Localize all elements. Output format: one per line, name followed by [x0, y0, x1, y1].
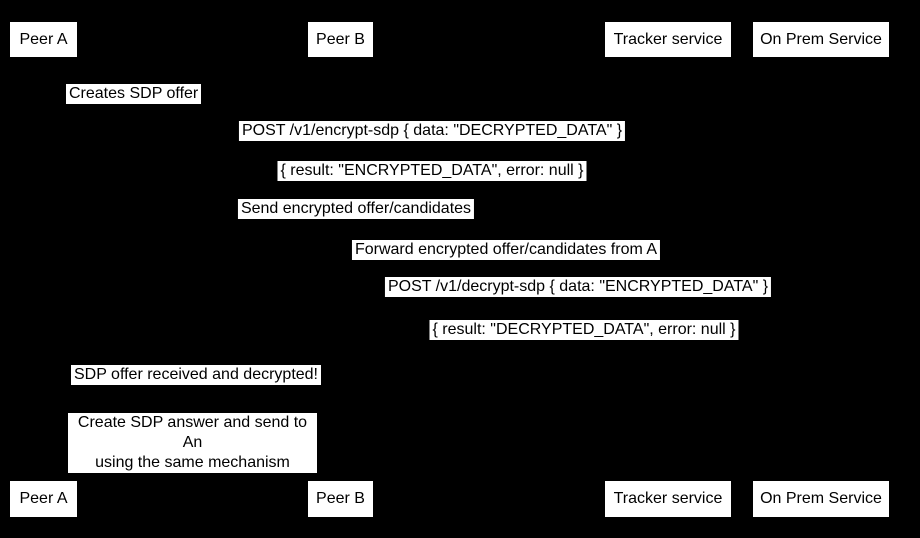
actor-peer-a-bottom: Peer A [10, 481, 77, 517]
message-post-encrypt-sdp: POST /v1/encrypt-sdp { data: "DECRYPTED_… [238, 121, 626, 141]
message-decrypt-result: { result: "DECRYPTED_DATA", error: null … [429, 320, 739, 340]
note-create-sdp-answer: Create SDP answer and send to An using t… [68, 413, 317, 473]
actor-tracker-service-bottom: Tracker service [605, 481, 731, 517]
actor-tracker-service-top: Tracker service [605, 22, 731, 57]
message-creates-sdp-offer: Creates SDP offer [66, 84, 202, 104]
actor-on-prem-service-bottom: On Prem Service [753, 481, 889, 517]
note-line-2: using the same mechanism [95, 454, 290, 471]
message-sdp-offer-received: SDP offer received and decrypted! [71, 365, 321, 385]
message-encrypt-result: { result: "ENCRYPTED_DATA", error: null … [277, 161, 587, 181]
message-send-encrypted-offer: Send encrypted offer/candidates [237, 199, 475, 219]
message-forward-encrypted-offer: Forward encrypted offer/candidates from … [351, 240, 661, 260]
note-line-1: Create SDP answer and send to An [77, 414, 308, 451]
actor-peer-b-top: Peer B [308, 22, 373, 57]
message-post-decrypt-sdp: POST /v1/decrypt-sdp { data: "ENCRYPTED_… [384, 277, 772, 297]
actor-peer-b-bottom: Peer B [308, 481, 373, 517]
actor-on-prem-service-top: On Prem Service [753, 22, 889, 57]
actor-peer-a-top: Peer A [10, 22, 77, 57]
